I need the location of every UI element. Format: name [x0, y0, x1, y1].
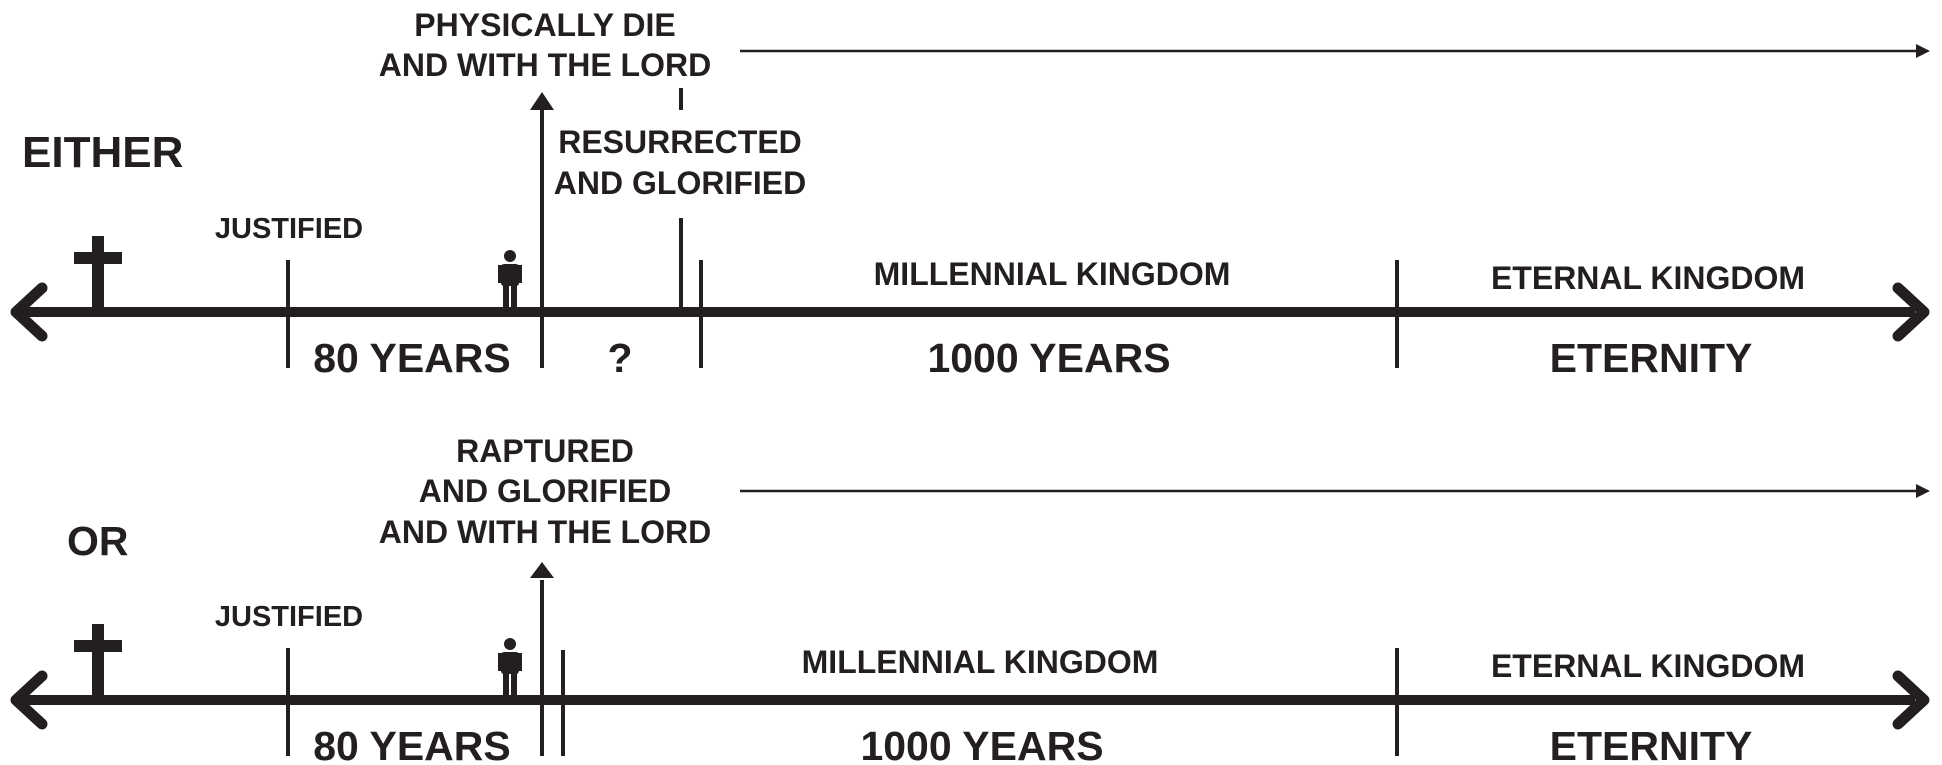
span-1000-years: 1000 YEARS: [860, 723, 1103, 765]
right-arrow-icon: [1916, 484, 1930, 498]
left-arrowhead-icon: [10, 282, 48, 342]
or-label: OR: [67, 518, 129, 564]
eternal-kingdom-label: ETERNAL KINGDOM: [1491, 260, 1805, 296]
cross-icon: [74, 624, 122, 700]
span-1000-years: 1000 YEARS: [927, 335, 1170, 381]
timeline-or: OR JUSTIFIED RAPTURED AND GLORIFIED AND …: [10, 433, 1930, 765]
event-line-1: RAPTURED: [456, 433, 634, 469]
up-arrow-icon: [530, 92, 554, 110]
event-line-2: AND WITH THE LORD: [379, 47, 711, 83]
resurrected-line-2: AND GLORIFIED: [554, 165, 806, 201]
span-eternity: ETERNITY: [1550, 723, 1753, 765]
either-label: EITHER: [22, 128, 183, 177]
eternal-kingdom-label: ETERNAL KINGDOM: [1491, 648, 1805, 684]
span-eternity: ETERNITY: [1550, 335, 1753, 381]
justified-label: JUSTIFIED: [215, 601, 363, 633]
millennial-kingdom-label: MILLENNIAL KINGDOM: [874, 256, 1231, 292]
justified-label: JUSTIFIED: [215, 213, 363, 245]
event-line-1: PHYSICALLY DIE: [414, 7, 675, 43]
up-arrow-icon: [530, 562, 554, 578]
left-arrowhead-icon: [10, 670, 48, 730]
timeline-either: EITHER JUSTIFIED PHYSICALLY DIE AND WITH…: [10, 7, 1930, 381]
resurrected-line-1: RESURRECTED: [558, 124, 802, 160]
cross-icon: [74, 236, 122, 312]
span-80-years: 80 YEARS: [313, 335, 511, 381]
span-unknown: ?: [607, 335, 632, 381]
right-arrowhead-icon: [1892, 670, 1930, 730]
person-icon: [498, 250, 522, 308]
event-line-2: AND GLORIFIED: [419, 473, 671, 509]
millennial-kingdom-label: MILLENNIAL KINGDOM: [802, 644, 1159, 680]
person-icon: [498, 638, 522, 696]
right-arrow-icon: [1916, 44, 1930, 58]
event-line-3: AND WITH THE LORD: [379, 514, 711, 550]
right-arrowhead-icon: [1892, 282, 1930, 342]
span-80-years: 80 YEARS: [313, 723, 511, 765]
